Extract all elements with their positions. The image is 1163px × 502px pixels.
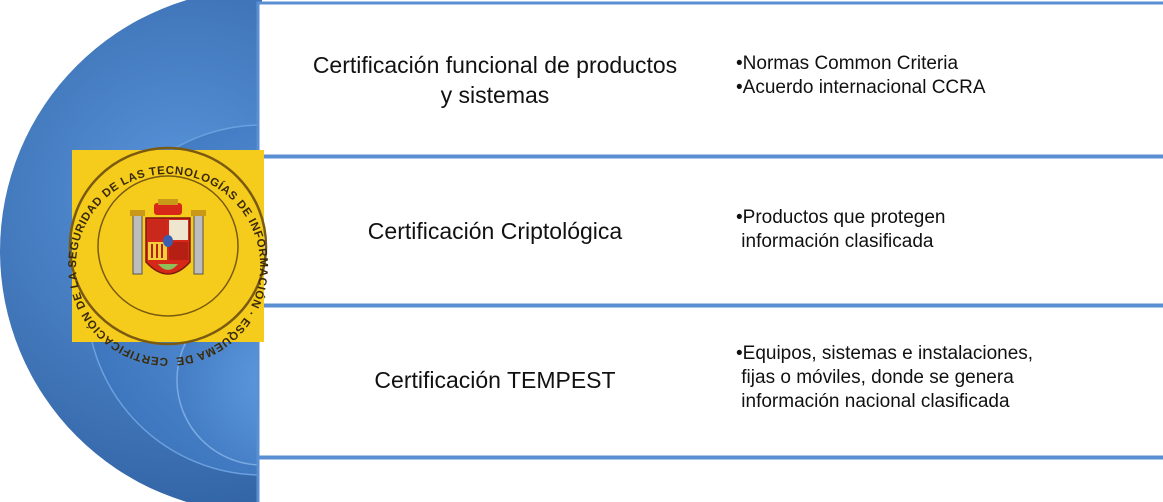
row-1-bullet-1: •Normas Common Criteria [736,53,959,74]
row-2-bullet-1: •Productos que protegen [736,207,946,228]
row-3-title-line-1: Certificación TEMPEST [374,367,616,393]
coat-of-arms-icon [130,199,206,275]
row-panel-4 [256,456,1163,502]
row-3-bullet-2: fijas o móviles, donde se genera [736,367,1014,388]
row-3-bullets: •Equipos, sistemas e instalaciones, fija… [736,342,1156,414]
row-2-title-line-1: Certificación Criptológica [367,218,623,244]
row-1-bullets: •Normas Common Criteria •Acuerdo interna… [736,52,1151,100]
row-3-title: Certificación TEMPEST [262,365,728,395]
row-3-bullet-3: información nacional clasificada [736,391,1010,412]
row-1-title-line-2: y sistemas [440,82,550,108]
row-2-bullets: •Productos que protegen información clas… [736,206,1151,254]
row-2-title: Certificación Criptológica [262,216,728,246]
row-1-title: Certificación funcional de productos y s… [262,50,728,110]
row-panel-1 [256,1,1163,158]
row-1-title-line-1: Certificación funcional de productos [312,52,678,78]
row-3-bullet-1: •Equipos, sistemas e instalaciones, [736,343,1034,364]
row-2-bullet-2: información clasificada [736,231,934,252]
row-1-bullet-2: •Acuerdo internacional CCRA [736,77,986,98]
